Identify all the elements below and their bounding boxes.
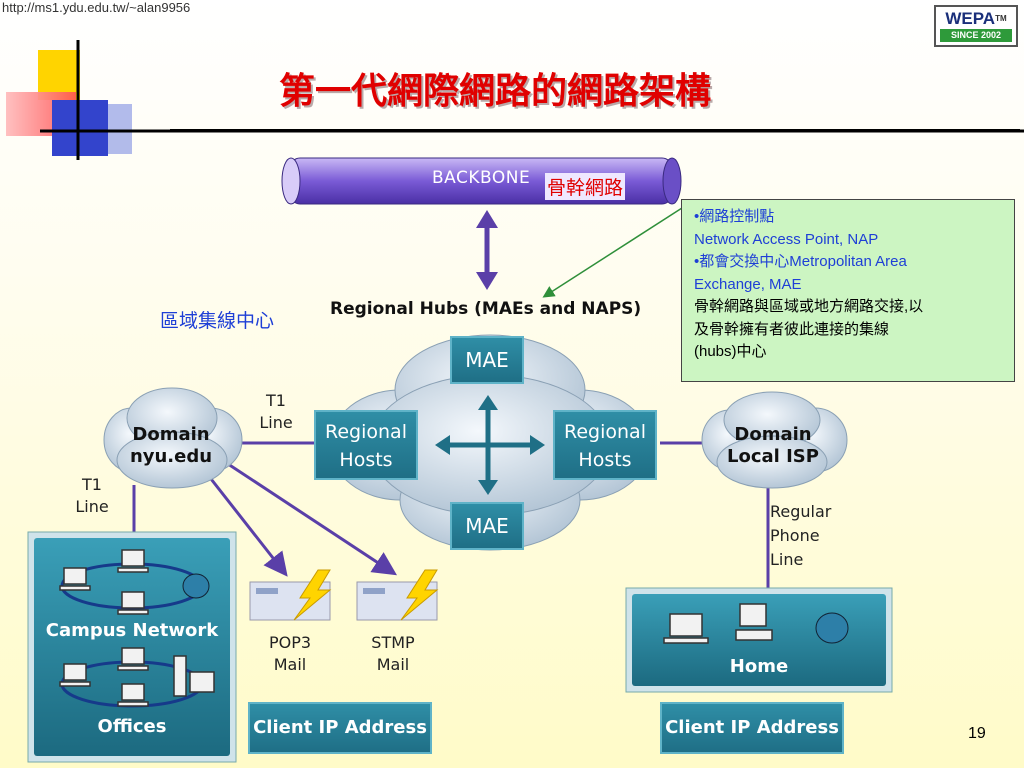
pop3-mail-card bbox=[249, 569, 332, 621]
regional-hubs-label: Regional Hubs (MAEs and NAPS) bbox=[330, 299, 642, 319]
regional-hubs-chinese-label: 區域集線中心 bbox=[160, 310, 275, 332]
source-url: http://ms1.ydu.edu.tw/~alan9956 bbox=[2, 0, 191, 15]
note-pointer-arrow bbox=[542, 207, 683, 298]
campus-network-label: Campus Network bbox=[45, 620, 219, 641]
page-number: 19 bbox=[968, 725, 986, 742]
nap-mae-note: •網路控制點 Network Access Point, NAP •都會交換中心… bbox=[681, 199, 1015, 382]
client-ip-address-left: Client IP Address bbox=[248, 702, 432, 754]
wepa-logo: WEPATM SINCE 2002 bbox=[934, 5, 1018, 47]
note-line-2: Network Access Point, NAP bbox=[694, 230, 879, 248]
home-label: Home bbox=[729, 656, 789, 677]
client-ip-address-right: Client IP Address bbox=[660, 702, 844, 754]
computer-icons bbox=[59, 549, 773, 707]
corner-decoration bbox=[6, 40, 170, 160]
title-rule bbox=[170, 129, 1020, 132]
domain-cloud-left bbox=[103, 387, 243, 489]
note-line-3: •都會交換中心Metropolitan Area bbox=[694, 253, 907, 270]
mae-bottom-box: MAE bbox=[450, 502, 524, 550]
four-way-arrow bbox=[435, 395, 545, 495]
backbone-hub-arrow bbox=[476, 210, 498, 290]
note-line-7: (hubs)中心 bbox=[694, 343, 767, 360]
note-line-6: 及骨幹擁有者彼此連接的集線 bbox=[694, 320, 890, 338]
backbone-chinese-label: 骨幹網路 bbox=[545, 173, 626, 200]
page-title: 第一代網際網路的網路架構 bbox=[278, 70, 711, 112]
imac-icons bbox=[182, 573, 849, 644]
note-line-4: Exchange, MAE bbox=[694, 275, 802, 293]
note-line-1: •網路控制點 bbox=[694, 208, 775, 225]
domain-cloud-right bbox=[701, 391, 848, 489]
stmp-mail-card bbox=[356, 569, 439, 621]
offices-label: Offices bbox=[97, 716, 167, 737]
note-line-5: 骨幹網路與區域或地方網路交接,以 bbox=[694, 298, 924, 315]
backbone-label: BACKBONE bbox=[432, 168, 531, 188]
mae-top-box: MAE bbox=[450, 336, 524, 384]
